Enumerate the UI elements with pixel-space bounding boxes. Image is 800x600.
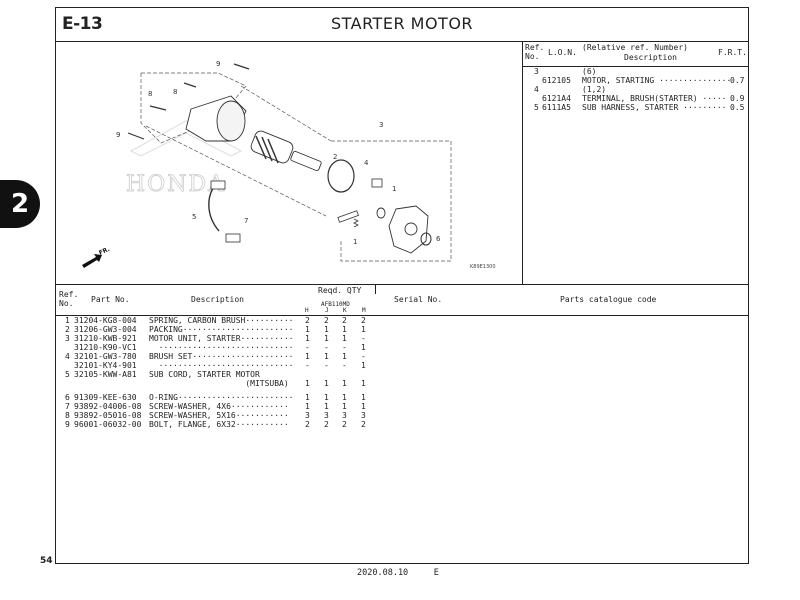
svg-text:1: 1 <box>353 238 357 246</box>
section-tab: 2 <box>0 180 40 228</box>
svg-text:6: 6 <box>436 235 441 243</box>
page-title: STARTER MOTOR <box>330 14 474 33</box>
svg-text:FR.: FR. <box>98 246 111 257</box>
svg-text:8: 8 <box>173 88 177 96</box>
section-code: E-13 <box>62 14 103 34</box>
footer-date: 2020.08.10 <box>357 568 409 578</box>
svg-text:9: 9 <box>216 60 220 68</box>
svg-text:9: 9 <box>116 131 120 139</box>
page-header: E-13 STARTER MOTOR <box>56 8 748 42</box>
svg-text:8: 8 <box>148 90 152 98</box>
svg-text:4: 4 <box>364 159 369 167</box>
svg-text:K89E1300: K89E1300 <box>470 264 496 270</box>
honda-watermark: HONDA <box>126 172 226 197</box>
parts-table-header: Ref. No. Part No. Description Reqd. QTY … <box>56 284 748 316</box>
page-number: 54 <box>40 556 53 566</box>
exploded-diagram: HONDA <box>56 41 523 284</box>
svg-text:2: 2 <box>333 153 337 161</box>
direction-arrow-icon <box>82 254 102 268</box>
parts-page-frame: E-13 STARTER MOTOR HONDA <box>55 7 749 564</box>
frt-table: Ref. No. L.O.N. (Relative ref. Number) D… <box>522 41 748 284</box>
svg-text:7: 7 <box>244 217 248 225</box>
svg-text:3: 3 <box>379 121 383 129</box>
svg-text:1: 1 <box>392 185 396 193</box>
footer: 2020.08.10 E <box>357 568 439 578</box>
footer-lang: E <box>433 568 439 578</box>
svg-text:5: 5 <box>192 213 196 221</box>
starter-motor-illustration: HONDA <box>82 60 496 270</box>
frt-header: Ref. No. L.O.N. (Relative ref. Number) D… <box>525 43 747 62</box>
